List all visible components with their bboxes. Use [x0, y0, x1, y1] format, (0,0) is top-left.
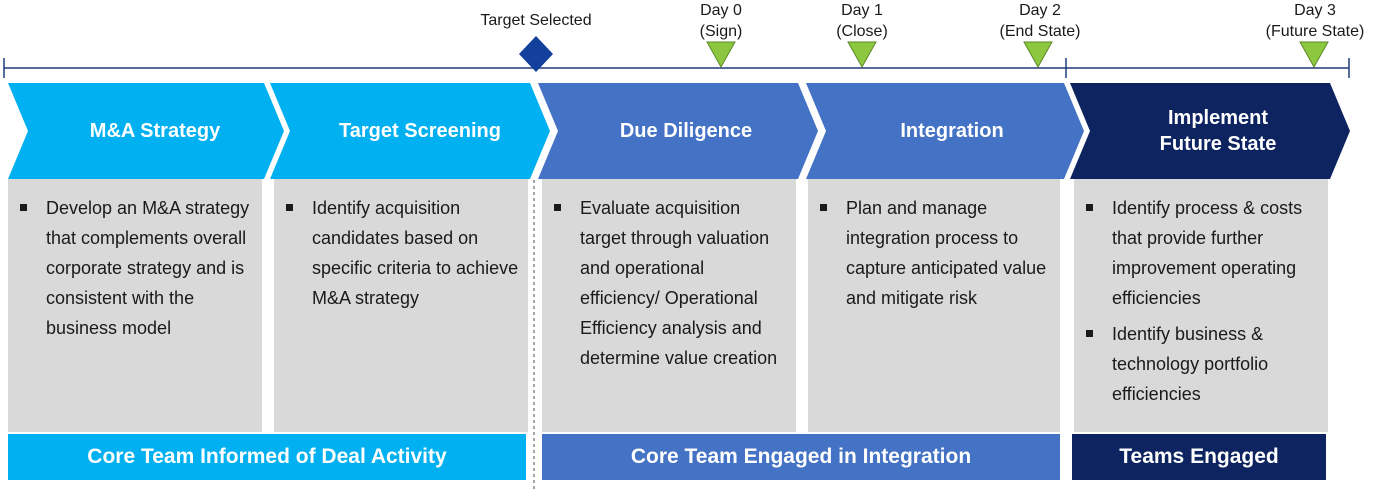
phase-title-integration: Integration — [900, 120, 1004, 142]
phase-title-due-diligence: Due Diligence — [619, 120, 753, 142]
phase-title-implement: Implement Future State — [1159, 107, 1277, 155]
phase-arrow-ma-strategy — [8, 83, 284, 179]
phase-title-target-screening: Target Screening — [339, 120, 501, 142]
bottom-bar-core-team-informed: Core Team Informed of Deal Activity — [8, 434, 526, 480]
bullet-text: Evaluate acquisition target through valu… — [580, 198, 778, 368]
bullet-item: Identify acquisition candidates based on… — [274, 193, 520, 313]
day3-triangle-icon — [1299, 41, 1329, 69]
bullet-item: Evaluate acquisition target through valu… — [542, 193, 788, 373]
milestone-day0: Day 0 (Sign) — [699, 2, 743, 40]
bullet-item: Plan and manage integration process to c… — [808, 193, 1052, 313]
bullet-item: Identify business & technology portfolio… — [1074, 319, 1320, 409]
bullet-item: Identify process & costs that provide fu… — [1074, 193, 1320, 313]
bullet-text: Plan and manage integration process to c… — [846, 198, 1047, 308]
milestone-day2: Day 2 (End State) — [999, 2, 1081, 40]
day1-triangle-icon — [847, 41, 877, 69]
bullet-square-icon — [820, 204, 827, 211]
bottom-bar-core-team-engaged: Core Team Engaged in Integration — [542, 434, 1060, 480]
milestone-day3: Day 3 (Future State) — [1265, 2, 1365, 40]
bullet-square-icon — [554, 204, 561, 211]
phase-arrow-implement — [1070, 83, 1350, 179]
bullet-item: Develop an M&A strategy that complements… — [8, 193, 254, 343]
bullet-text: Identify process & costs that provide fu… — [1112, 198, 1303, 308]
phase-arrow-due-diligence — [538, 83, 818, 179]
milestone-day1: Day 1 (Close) — [836, 2, 888, 40]
bullet-text: Develop an M&A strategy that complements… — [46, 198, 250, 338]
phase-box-integration: Plan and manage integration process to c… — [808, 179, 1060, 432]
day2-triangle-icon — [1023, 41, 1053, 69]
day0-triangle-icon — [706, 41, 736, 69]
bullet-square-icon — [1086, 330, 1093, 337]
bullet-square-icon — [20, 204, 27, 211]
bullet-square-icon — [286, 204, 293, 211]
phase-box-implement: Identify process & costs that provide fu… — [1074, 179, 1328, 432]
phase-title-ma-strategy: M&A Strategy — [89, 120, 221, 142]
phase-box-ma-strategy: Develop an M&A strategy that complements… — [8, 179, 262, 432]
bullet-square-icon — [1086, 204, 1093, 211]
phase-arrow-target-screening — [270, 83, 550, 179]
phase-box-due-diligence: Evaluate acquisition target through valu… — [542, 179, 796, 432]
bottom-bar-teams-engaged: Teams Engaged — [1072, 434, 1326, 480]
target-selected-diamond-icon — [519, 36, 553, 72]
bullet-text: Identify acquisition candidates based on… — [312, 198, 519, 308]
milestone-target-selected: Target Selected — [480, 12, 592, 29]
phase-box-target-screening: Identify acquisition candidates based on… — [274, 179, 528, 432]
bullet-text: Identify business & technology portfolio… — [1112, 324, 1269, 404]
phase-arrow-integration — [806, 83, 1084, 179]
